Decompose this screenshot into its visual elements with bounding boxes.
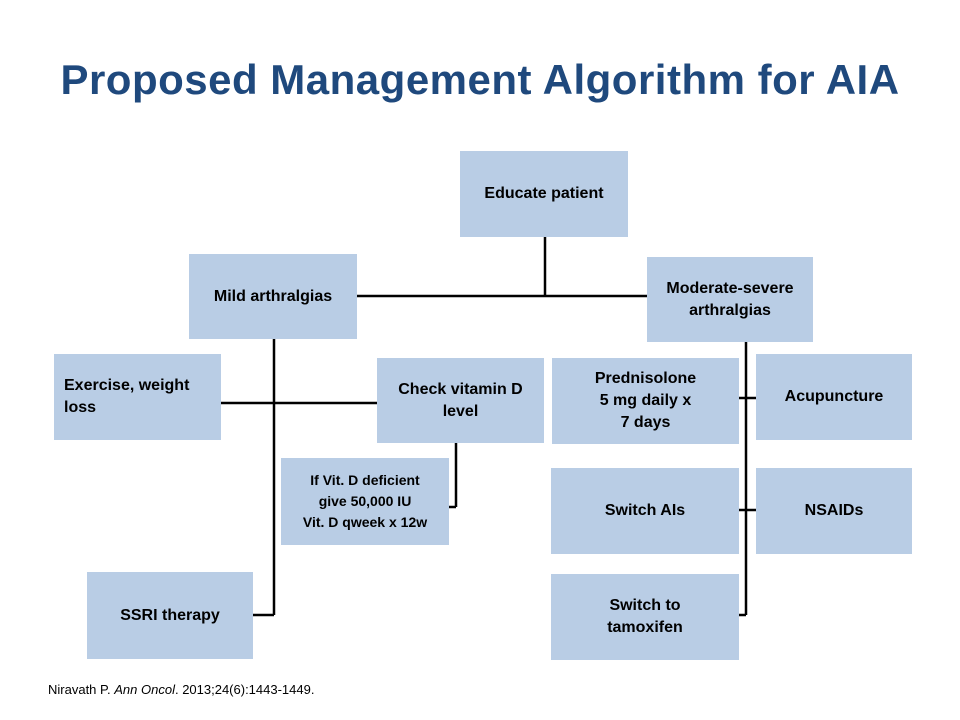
- node-exercise-weight-loss: Exercise, weight loss: [54, 354, 221, 440]
- node-acupuncture: Acupuncture: [756, 354, 912, 440]
- page-title: Proposed Management Algorithm for AIA: [60, 56, 900, 103]
- node-prednisolone: Prednisolone 5 mg daily x 7 days: [552, 358, 739, 444]
- node-nsaids: NSAIDs: [756, 468, 912, 554]
- node-vitamin-d-deficient: If Vit. D deficient give 50,000 IU Vit. …: [281, 458, 449, 545]
- node-educate-patient: Educate patient: [460, 151, 628, 237]
- node-moderate-severe-arthralgias: Moderate-severe arthralgias: [647, 257, 813, 342]
- node-switch-to-tamoxifen: Switch to tamoxifen: [551, 574, 739, 660]
- node-mild-arthralgias: Mild arthralgias: [189, 254, 357, 339]
- citation: Niravath P. Ann Oncol. 2013;24(6):1443-1…: [48, 682, 314, 697]
- node-ssri-therapy: SSRI therapy: [87, 572, 253, 659]
- citation-author: Niravath P.: [48, 682, 111, 697]
- citation-details: . 2013;24(6):1443-1449.: [174, 682, 315, 697]
- citation-journal: Ann Oncol: [114, 682, 175, 697]
- node-check-vitamin-d: Check vitamin D level: [377, 358, 544, 443]
- node-switch-ais: Switch AIs: [551, 468, 739, 554]
